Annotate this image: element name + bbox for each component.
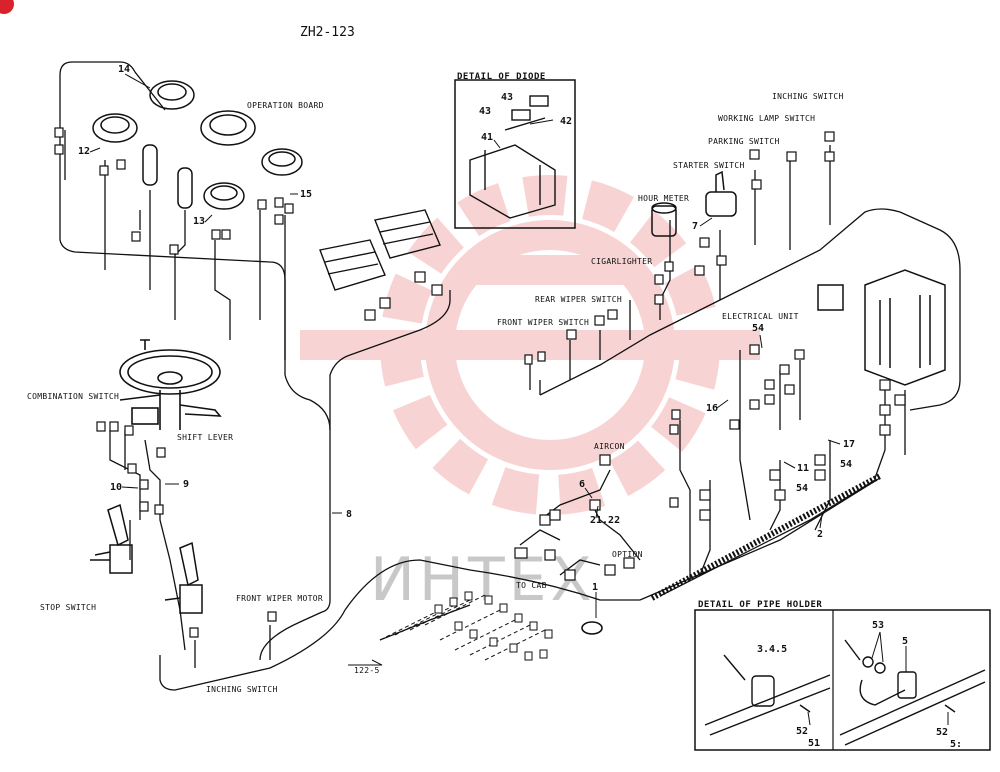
label-combination-switch: COMBINATION SWITCH: [27, 392, 119, 401]
label-operation-board: OPERATION BOARD: [247, 101, 324, 110]
multi-pin-connectors: [319, 209, 441, 291]
callout-15: 15: [300, 189, 312, 200]
label-front-wiper-motor: FRONT WIPER MOTOR: [236, 594, 323, 603]
drawing-id: ZH2-123: [300, 25, 355, 40]
gauge-15-icon: [261, 148, 303, 176]
small-connectors: [54, 127, 906, 638]
lamp-socket-icon-2: [177, 167, 193, 209]
callout-53: 53: [872, 620, 884, 631]
callout-51b: 5:: [950, 739, 962, 750]
hour-meter-icon: [651, 205, 677, 237]
combination-switch-body-icon: [131, 407, 159, 425]
label-cigarlighter: CIGARLIGHTER: [591, 257, 652, 266]
label-ref-122-5: 122-5: [354, 666, 380, 675]
callout-3-4-5: 3.4.5: [757, 644, 787, 655]
callout-42: 42: [560, 116, 572, 127]
operation-board-gauge-icon: [200, 110, 256, 146]
electrical-unit-icon: [817, 269, 946, 386]
label-hour-meter: HOUR METER: [638, 194, 689, 203]
label-option: OPTION: [612, 550, 643, 559]
callout-10: 10: [110, 482, 122, 493]
callout-7: 7: [692, 221, 698, 232]
label-aircon: AIRCON: [594, 442, 625, 451]
label-starter-switch: STARTER SWITCH: [673, 161, 745, 170]
pedal-switches: [90, 503, 203, 614]
callout-1: 1: [592, 582, 598, 593]
label-shift-lever: SHIFT LEVER: [177, 433, 233, 442]
label-stop-switch: STOP SWITCH: [40, 603, 96, 612]
callout-54a: 54: [752, 323, 764, 334]
callout-2: 2: [817, 529, 823, 540]
callout-17: 17: [843, 439, 855, 450]
label-front-wiper-switch: FRONT WIPER SWITCH: [497, 318, 589, 327]
corner-badge: [0, 0, 14, 14]
callout-52a: 52: [796, 726, 808, 737]
callout-51a: 51: [808, 738, 820, 749]
callout-14: 14: [118, 64, 130, 75]
steering-wheel-icon: [119, 339, 222, 430]
gauge-14-icon: [149, 80, 195, 110]
callout-13: 13: [193, 216, 205, 227]
leader-lines: [89, 73, 949, 726]
label-parking-switch: PARKING SWITCH: [708, 137, 780, 146]
callout-21-22: 21.22: [590, 515, 620, 526]
callout-12: 12: [78, 146, 90, 157]
watermark-text: ИНТЕХ: [370, 545, 596, 615]
diode-icon: [469, 95, 556, 219]
callout-5: 5: [902, 636, 908, 647]
inching-pedal-icon: [179, 541, 199, 587]
callout-41: 41: [481, 132, 493, 143]
gauges: [92, 80, 303, 210]
label-electrical-unit: ELECTRICAL UNIT: [722, 312, 799, 321]
corrugated-tube: [650, 473, 882, 601]
grommet-icon: [581, 621, 603, 635]
label-to-cab: TO CAB: [516, 581, 547, 590]
label-rear-wiper-switch: REAR WIPER SWITCH: [535, 295, 622, 304]
callout-6: 6: [579, 479, 585, 490]
label-inching-switch-bottom: INCHING SWITCH: [206, 685, 278, 694]
pipe-holder-detail-frame: [694, 609, 991, 751]
stop-pedal-icon: [107, 503, 129, 547]
starter-switch-icon: [705, 191, 737, 217]
label-working-lamp-switch: WORKING LAMP SWITCH: [718, 114, 815, 123]
callout-11: 11: [797, 463, 809, 474]
callout-54b: 54: [840, 459, 852, 470]
callout-43b: 43: [479, 106, 491, 117]
callout-16: 16: [706, 403, 718, 414]
gauge-13-icon: [203, 182, 245, 210]
callout-52b: 52: [936, 727, 948, 738]
diode-detail-title: DETAIL OF DIODE: [457, 72, 546, 82]
label-inching-switch-top: INCHING SWITCH: [772, 92, 844, 101]
callout-9: 9: [183, 479, 189, 490]
gauge-12-icon: [92, 113, 138, 143]
lamp-socket-icon: [142, 144, 158, 186]
callout-43a: 43: [501, 92, 513, 103]
diode-detail-frame: [454, 79, 576, 229]
cab-connector-plugs: [434, 591, 553, 661]
pipe-holder-detail-title: DETAIL OF PIPE HOLDER: [698, 600, 822, 610]
callout-54c: 54: [796, 483, 808, 494]
pipe-holder-icon: [704, 639, 986, 746]
callout-8: 8: [346, 509, 352, 520]
